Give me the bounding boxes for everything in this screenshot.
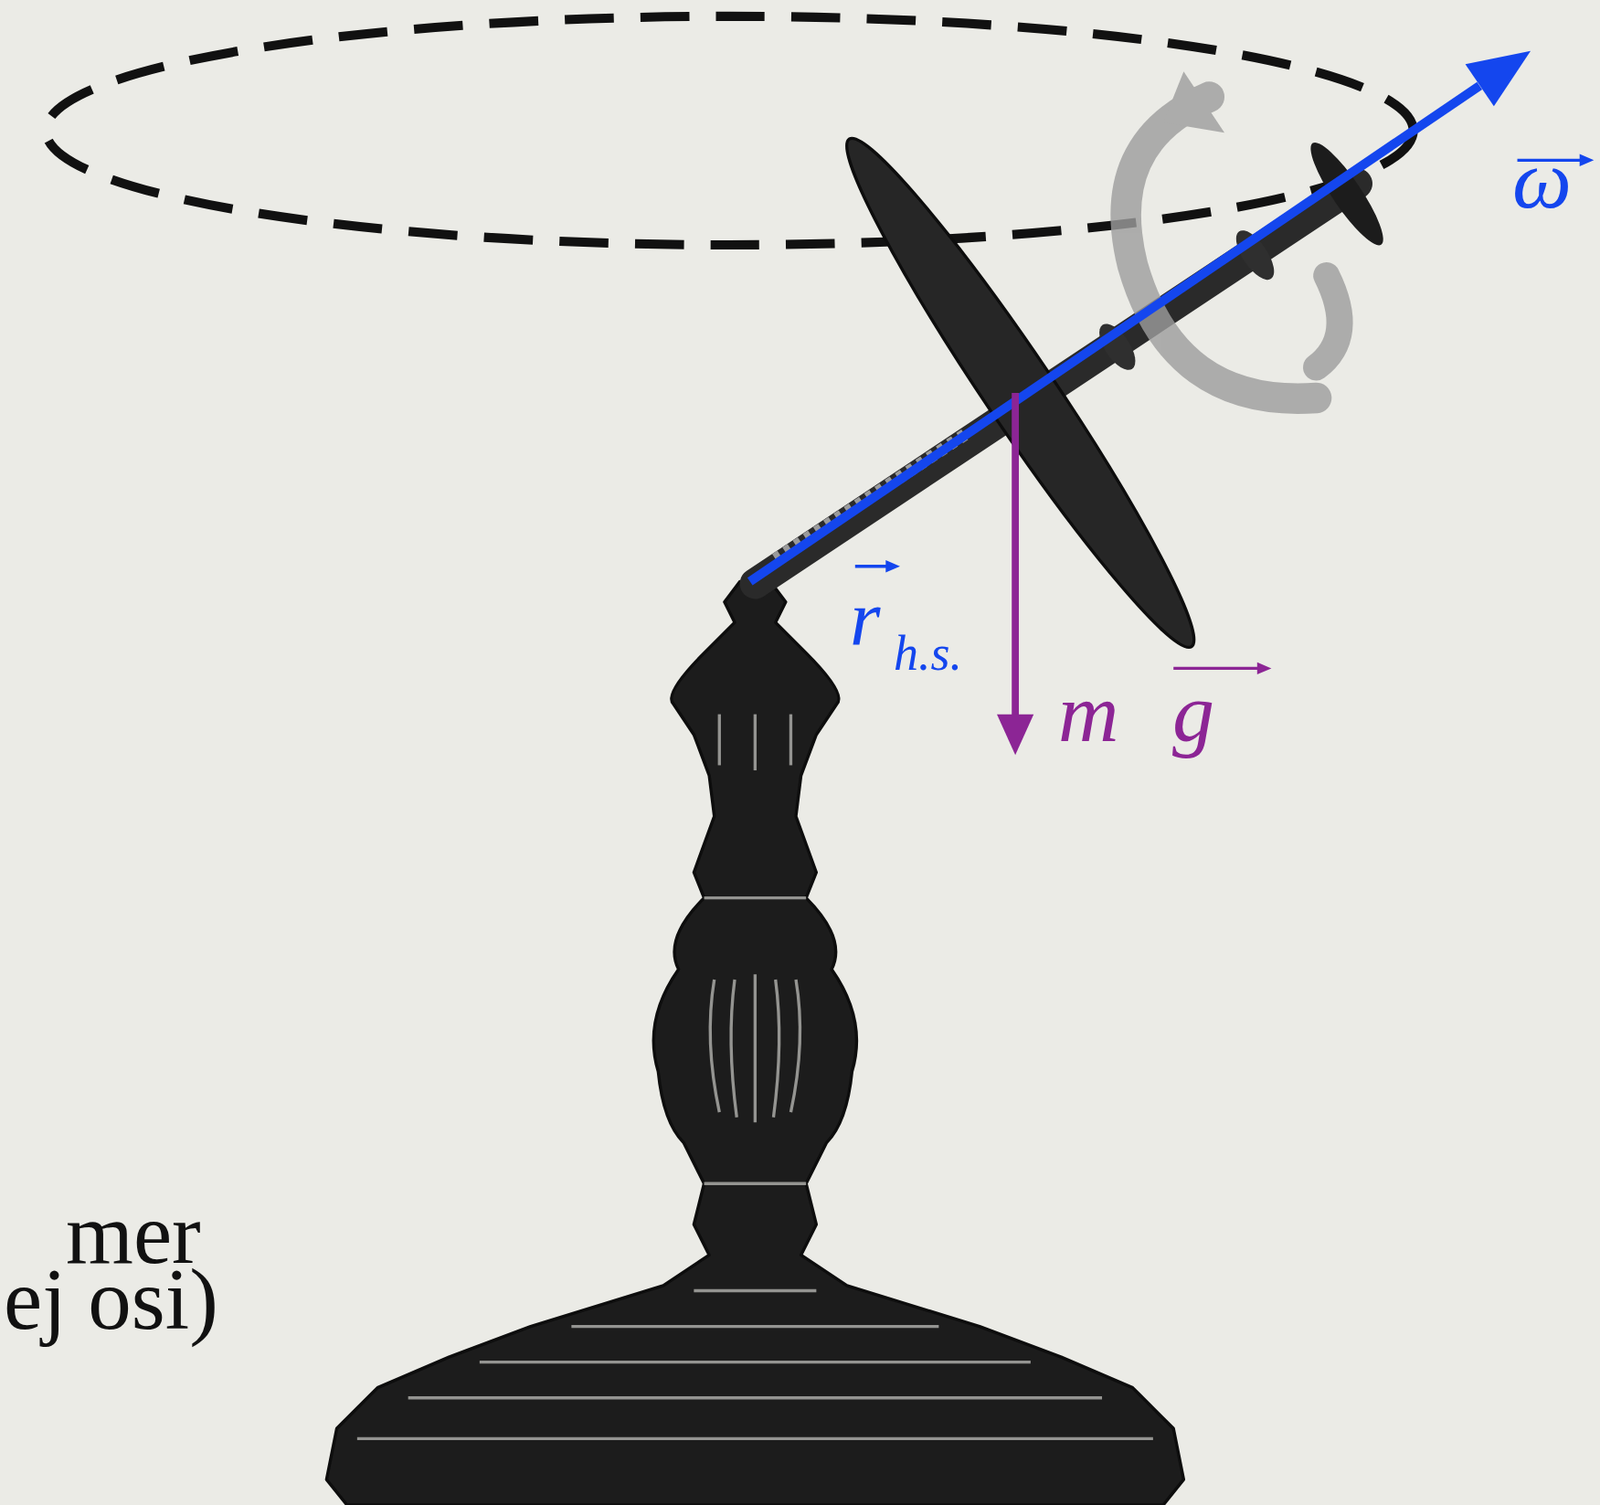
omega-vector <box>750 51 1531 583</box>
mass-symbol: m <box>1058 670 1119 755</box>
vector-mark <box>855 154 1594 675</box>
spin-arrow <box>1125 71 1340 399</box>
gravity-vector <box>996 392 1034 755</box>
gravity-symbol: g <box>1172 670 1215 755</box>
precession-ellipse <box>45 16 1413 245</box>
vector-symbol: r <box>849 579 880 658</box>
omega-symbol: ω <box>1512 137 1572 222</box>
subscript: h.s. <box>893 628 963 679</box>
pedestal <box>326 581 1184 1505</box>
partial-text: ej osi) <box>3 1256 219 1344</box>
